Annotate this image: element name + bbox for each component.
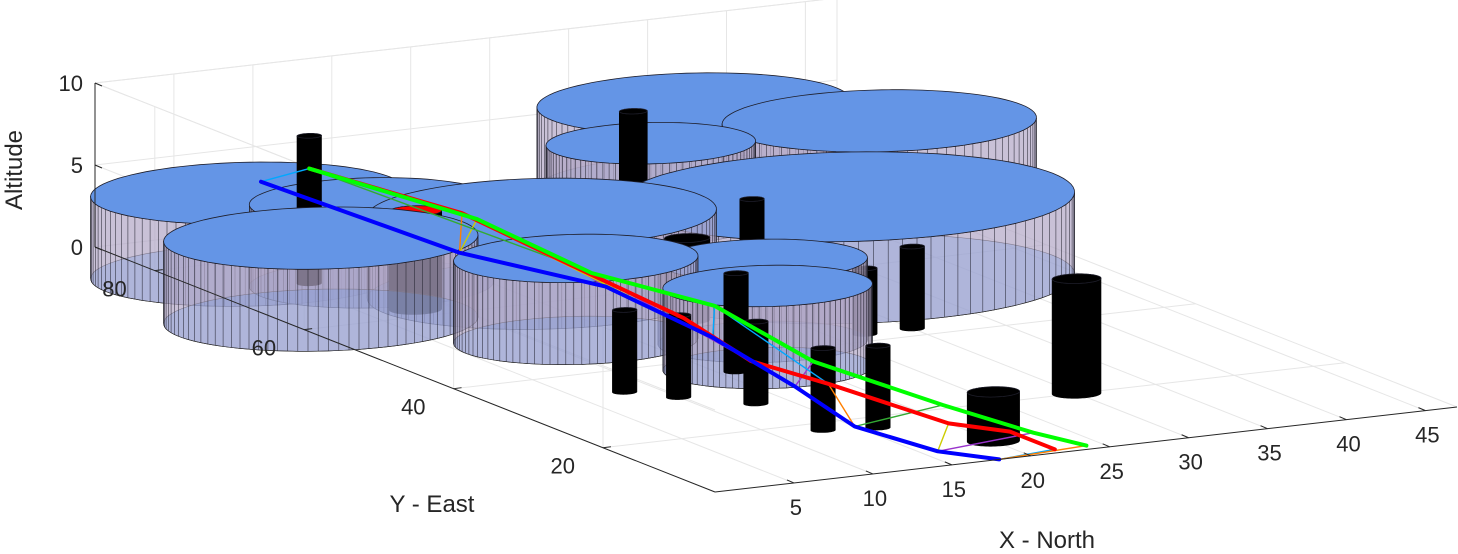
thin-path [794,361,814,387]
pillar-top [296,132,322,139]
y-tick-mark [304,328,313,331]
y-axis-line [94,246,716,493]
x-tick-mark [1339,416,1347,421]
x-tick-mark [1102,443,1110,448]
pillar-top [611,307,638,313]
x-tick-label: 15 [942,477,966,502]
x-tick-label: 5 [790,495,802,520]
x-tick-label: 45 [1415,423,1439,448]
box-edge [94,0,824,84]
x-tick-label: 20 [1021,468,1045,493]
tick-layer: 5 10 15 20 25 30 35 40 45 20 40 60 80 0 5 10 [59,71,1458,520]
x-tick-label: 25 [1099,459,1123,484]
x-tick-mark [1181,434,1189,439]
pillar-side [1051,278,1102,399]
x-tick-label: 35 [1257,441,1281,466]
y-tick-label: 40 [401,395,425,420]
building [453,233,699,365]
pillar-top [966,386,1020,398]
x-tick-mark [1418,407,1426,412]
path-series [307,166,1089,448]
x-tick-mark [1023,452,1031,457]
pillar-side [899,246,925,332]
x-tick-mark [786,479,795,484]
thin-path [458,213,463,253]
pillar [899,243,925,332]
pillar-top [618,108,648,115]
thin-path [712,305,716,338]
pillar-top [899,243,925,250]
z-tick-mark [94,246,103,251]
z-tick-label: 0 [71,235,83,260]
scene-layer [90,72,1102,462]
path-series [259,179,1002,462]
y-tick-label: 80 [102,277,126,302]
thin-path [999,444,1087,461]
pillar-top [739,196,765,202]
x-axis-line [714,406,1458,493]
x-tick-mark [944,461,953,466]
x-tick-label: 10 [863,486,887,511]
pillar [1051,273,1102,399]
pillar-top [810,345,836,351]
building-top [545,122,757,165]
thin-path [714,305,829,385]
y-tick-mark [602,446,612,449]
x-tick-mark [865,470,874,475]
pillar-side [612,309,638,395]
y-tick-mark [154,269,163,272]
pillar [611,307,638,395]
thin-path [854,404,943,428]
z-tick-label: 10 [59,71,83,96]
pillar-top [1051,273,1102,284]
pillar-top [865,342,891,349]
y-tick-label: 20 [550,454,574,479]
building-top [453,233,699,284]
x-tick-label: 40 [1336,432,1360,457]
y-axis-label: Y - East [390,491,475,518]
thin-path [458,218,478,254]
z-tick-label: 5 [71,153,83,178]
thin-path [260,167,310,183]
x-tick-label: 30 [1178,450,1202,475]
z-tick-mark [94,82,103,87]
building [163,206,479,352]
x-axis-label: X - North [999,527,1095,554]
thin-path [937,423,950,452]
thin-path [827,383,856,427]
thin-path [308,167,570,265]
z-axis-label: Altitude [1,130,28,210]
y-tick-mark [453,387,462,390]
z-tick-mark [94,164,103,169]
pillar-top [723,270,749,277]
building-top [662,264,873,308]
x-tick-mark [1260,425,1268,430]
y-tick-label: 60 [252,336,276,361]
